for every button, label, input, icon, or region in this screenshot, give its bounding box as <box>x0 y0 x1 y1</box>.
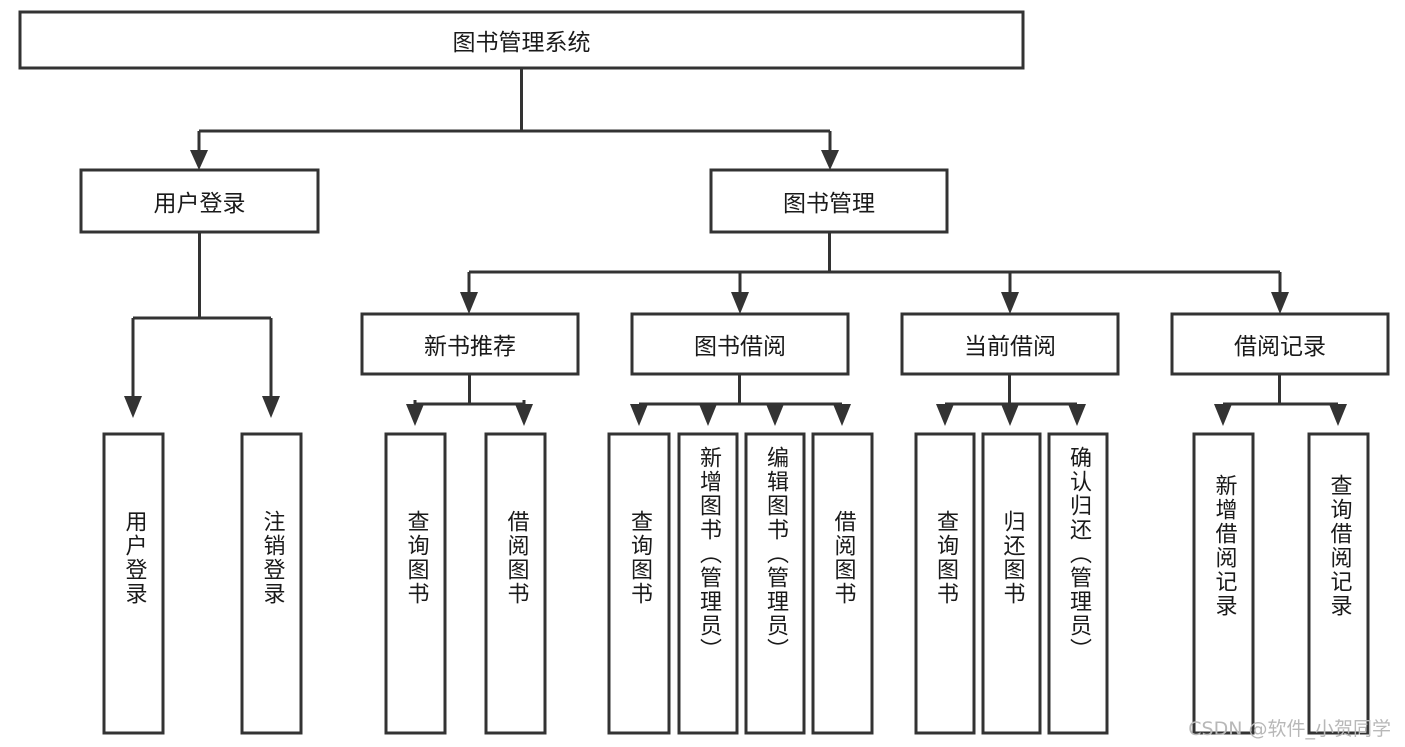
arrowhead-to-user-login <box>190 150 208 170</box>
arrowhead-borrow-record-leaf-2 <box>1329 404 1347 426</box>
arrowhead-book-borrow-leaf-3 <box>766 404 784 426</box>
node-current-borrow-box[interactable] <box>900 312 1120 376</box>
connector-book-manage-bus <box>467 232 1282 294</box>
arrowhead-new-book-leaf-1 <box>406 404 424 426</box>
connector-root-bus <box>197 68 832 152</box>
csdn-watermark: CSDN @软件_小贺同学 <box>1188 718 1391 740</box>
node-borrow-record-box[interactable] <box>1170 312 1390 376</box>
leaf-box-user-login-2[interactable] <box>240 432 303 735</box>
arrowhead-to-new-book <box>460 292 478 314</box>
arrowhead-new-book-leaf-2 <box>515 404 533 426</box>
node-book-manage-box[interactable] <box>709 168 949 234</box>
leaf-box-user-login-1[interactable] <box>102 432 165 735</box>
arrowhead-user-login-leaf-1 <box>124 396 142 418</box>
arrowhead-to-book-borrow <box>731 292 749 314</box>
arrowhead-to-current-borrow <box>1001 292 1019 314</box>
connector-new-book-bus <box>413 374 526 406</box>
arrowhead-current-borrow-leaf-1 <box>936 404 954 426</box>
leaf-box-borrow-record-2[interactable] <box>1307 432 1370 735</box>
node-new-book-box[interactable] <box>360 312 580 376</box>
leaf-box-book-borrow-1[interactable] <box>607 432 671 735</box>
arrowhead-to-borrow-record <box>1271 292 1289 314</box>
connector-borrow-record-bus <box>1223 374 1338 406</box>
leaf-box-new-book-2[interactable] <box>484 432 547 735</box>
arrowhead-book-borrow-leaf-2 <box>699 404 717 426</box>
arrowhead-current-borrow-leaf-3 <box>1068 404 1086 426</box>
connector-book-borrow-bus <box>639 374 842 406</box>
leaf-box-book-borrow-4[interactable] <box>811 432 874 735</box>
leaf-box-current-borrow-3[interactable] <box>1047 432 1109 735</box>
connector-current-borrow-bus <box>945 374 1077 406</box>
arrowhead-borrow-record-leaf-1 <box>1214 404 1232 426</box>
leaf-box-new-book-1[interactable] <box>384 432 447 735</box>
leaf-box-book-borrow-3[interactable] <box>744 432 806 735</box>
arrowhead-book-borrow-leaf-4 <box>833 404 851 426</box>
leaf-box-current-borrow-1[interactable] <box>914 432 976 735</box>
leaf-box-borrow-record-1[interactable] <box>1192 432 1255 735</box>
arrowhead-current-borrow-leaf-2 <box>1001 404 1019 426</box>
node-user-login-box[interactable] <box>79 168 320 234</box>
arrowhead-book-borrow-leaf-1 <box>630 404 648 426</box>
node-book-borrow-box[interactable] <box>630 312 850 376</box>
leaf-box-current-borrow-2[interactable] <box>981 432 1042 735</box>
connector-user-login-bus <box>131 232 273 398</box>
leaf-box-book-borrow-2[interactable] <box>677 432 739 735</box>
node-root-box[interactable] <box>18 10 1025 70</box>
arrowhead-to-book-manage <box>821 150 839 170</box>
arrowhead-user-login-leaf-2 <box>262 396 280 418</box>
